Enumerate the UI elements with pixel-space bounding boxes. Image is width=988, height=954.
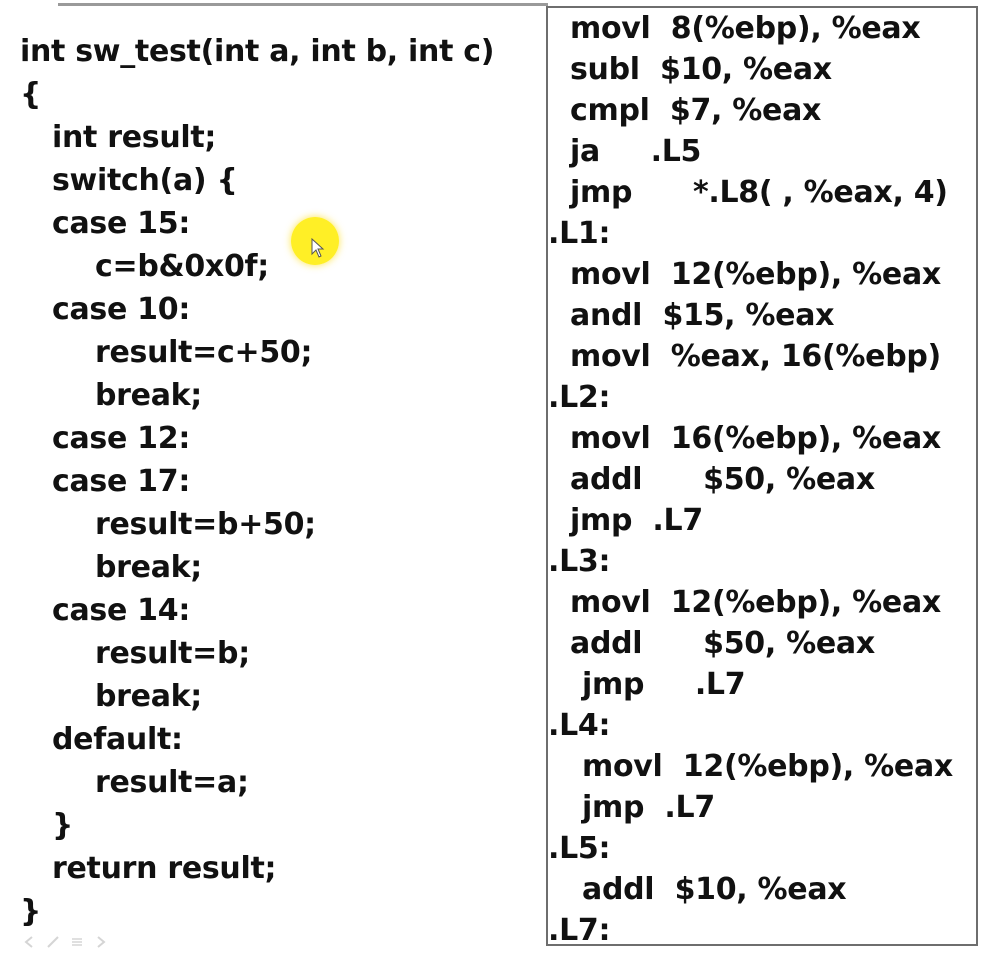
pen-icon[interactable] — [46, 934, 60, 948]
asm-line: movl %eax, 16(%ebp) — [570, 339, 941, 374]
slide-nav-controls[interactable] — [22, 934, 108, 952]
asm-line: cmpl $7, %eax — [570, 93, 822, 128]
asm-line: addl $50, %eax — [570, 626, 875, 661]
c-line-case-10-body: result=c+50; — [95, 335, 313, 370]
asm-label: .L3: — [548, 544, 611, 579]
cursor-highlight — [291, 217, 339, 265]
c-line-case-17-body: result=b+50; — [95, 507, 316, 542]
c-line-declaration: int result; — [52, 120, 217, 155]
asm-label: .L5: — [548, 831, 611, 866]
asm-label: .L7: — [548, 913, 611, 946]
asm-line: movl 8(%ebp), %eax — [570, 11, 921, 46]
c-line-case-14: case 14: — [52, 593, 191, 628]
asm-line: movl 12(%ebp), %eax — [570, 257, 941, 292]
c-line-break: break; — [95, 550, 203, 585]
mouse-cursor-icon — [311, 238, 325, 258]
c-source-code: int sw_test(int a, int b, int c) { int r… — [20, 30, 540, 933]
c-line-signature: int sw_test(int a, int b, int c) — [20, 34, 495, 69]
c-line-case-12: case 12: — [52, 421, 191, 456]
c-line-default: default: — [52, 722, 183, 757]
c-line-break: break; — [95, 378, 203, 413]
asm-line: ja .L5 — [570, 134, 702, 169]
top-rule — [58, 3, 548, 6]
asm-line: subl $10, %eax — [570, 52, 832, 87]
c-line-close-brace: } — [20, 894, 42, 929]
c-line-case-15: case 15: — [52, 206, 191, 241]
asm-line: jmp .L7 — [582, 790, 715, 825]
asm-line: jmp .L7 — [570, 503, 703, 538]
asm-label: .L2: — [548, 380, 611, 415]
c-line-case-15-body: c=b&0x0f; — [95, 249, 270, 284]
c-line-default-body: result=a; — [95, 765, 249, 800]
asm-label: .L4: — [548, 708, 611, 743]
c-line-switch: switch(a) { — [52, 163, 238, 198]
c-line-return: return result; — [52, 851, 277, 886]
next-slide-icon[interactable] — [94, 934, 108, 948]
asm-line: movl 12(%ebp), %eax — [582, 749, 953, 784]
asm-line: movl 16(%ebp), %eax — [570, 421, 941, 456]
asm-line: addl $50, %eax — [570, 462, 875, 497]
assembly-panel: movl 8(%ebp), %eax subl $10, %eax cmpl $… — [546, 6, 978, 946]
c-line-case-10: case 10: — [52, 292, 191, 327]
prev-slide-icon[interactable] — [22, 934, 36, 948]
asm-line: movl 12(%ebp), %eax — [570, 585, 941, 620]
asm-line: jmp .L7 — [582, 667, 746, 702]
asm-line: jmp *.L8( , %eax, 4) — [570, 175, 948, 210]
asm-line: andl $15, %eax — [570, 298, 835, 333]
c-line-case-14-body: result=b; — [95, 636, 250, 671]
c-line-break: break; — [95, 679, 203, 714]
menu-icon[interactable] — [70, 934, 84, 948]
c-line-case-17: case 17: — [52, 464, 191, 499]
asm-line: addl $10, %eax — [582, 872, 847, 907]
c-line-switch-close: } — [52, 808, 74, 843]
asm-label: .L1: — [548, 216, 611, 251]
c-line-open-brace: { — [20, 77, 42, 112]
